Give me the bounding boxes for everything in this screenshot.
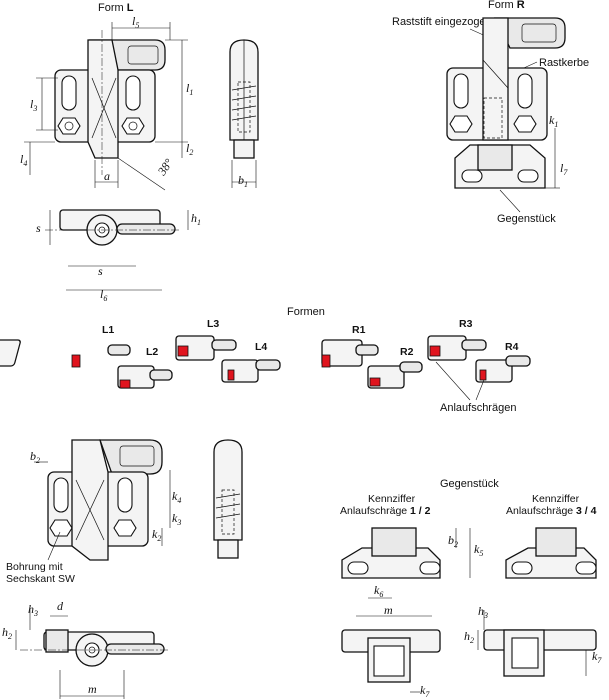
shape-label-l3: L3 bbox=[207, 318, 219, 330]
detail-top-view: h3 h2 d m bbox=[2, 599, 170, 699]
rastkerbe-label: Rastkerbe bbox=[539, 57, 589, 69]
svg-text:Form L: Form L bbox=[98, 2, 134, 14]
bohrung-line2: Sechskant SW bbox=[6, 573, 75, 585]
shape-l2-icon bbox=[117, 365, 173, 389]
form-l-prefix: Form bbox=[98, 2, 127, 14]
form-l-front-view: Form L bbox=[54, 2, 166, 175]
dim-h1: h1 bbox=[191, 211, 201, 227]
kennziffer-left-line2: Anlaufschräge bbox=[340, 505, 410, 517]
counterpart-right-front bbox=[505, 527, 597, 579]
kennziffer-right-numbers: 3 / 4 bbox=[576, 505, 597, 517]
svg-text:Anlaufschräge 3 / 4: Anlaufschräge 3 / 4 bbox=[506, 505, 597, 517]
svg-text:Anlaufschräge 1 / 2: Anlaufschräge 1 / 2 bbox=[340, 505, 431, 517]
dim-l5: l5 bbox=[132, 14, 139, 30]
kennziffer-right-line2: Anlaufschräge bbox=[506, 505, 576, 517]
kennziffer-left-numbers: 1 / 2 bbox=[410, 505, 431, 517]
gegenstueck-section: Gegenstück Kennziffer Anlaufschräge 1 / … bbox=[340, 478, 602, 699]
dim-a: a bbox=[104, 169, 110, 183]
dim-k7-right: k7 bbox=[592, 649, 602, 665]
dim-s: s bbox=[36, 221, 41, 235]
shape-r2-icon bbox=[367, 361, 423, 389]
counterpart-left-top: k7 bbox=[341, 629, 441, 699]
svg-text:Form R: Form R bbox=[488, 0, 525, 11]
detail-front-view: b2 k4 k3 k2 Bohrung mit Sechskant SW bbox=[6, 439, 181, 585]
shape-l1-icon bbox=[0, 339, 131, 368]
counterpart-left-front: b2 k5 k6 m bbox=[341, 527, 483, 617]
dim-l2: l2 bbox=[186, 141, 193, 157]
dim-k6: k6 bbox=[374, 583, 383, 599]
dim-h2: h2 bbox=[2, 625, 12, 641]
dim-k7-left: k7 bbox=[420, 683, 430, 699]
shape-r3-icon bbox=[427, 335, 487, 361]
anlaufschraegen-label: Anlaufschrägen bbox=[440, 402, 516, 414]
dim-k2: k2 bbox=[152, 527, 161, 543]
form-r-prefix: Form bbox=[488, 0, 517, 11]
gegenstueck-title: Gegenstück bbox=[440, 478, 499, 490]
form-l-top-view: s h1 s l6 bbox=[36, 209, 201, 303]
dim-h3-counter: h3 bbox=[478, 604, 488, 620]
dim-k5: k5 bbox=[474, 542, 483, 558]
shape-label-l1: L1 bbox=[102, 324, 114, 336]
kennziffer-left-line1: Kennziffer bbox=[368, 493, 416, 505]
dim-l7: l7 bbox=[560, 161, 568, 177]
angle-label: 38° bbox=[154, 156, 176, 179]
shape-label-r1: R1 bbox=[352, 324, 366, 336]
dim-d: d bbox=[57, 599, 64, 613]
dim-h2-counter: h2 bbox=[464, 629, 474, 645]
form-l-letter: L bbox=[127, 2, 134, 14]
shape-label-r4: R4 bbox=[505, 341, 519, 353]
dim-l6: l6 bbox=[100, 287, 107, 303]
gegenstueck-label-top: Gegenstück bbox=[497, 213, 556, 225]
dim-b1: b1 bbox=[238, 173, 248, 189]
shape-r4-icon bbox=[475, 355, 531, 383]
dim-k1: k1 bbox=[549, 113, 558, 129]
form-r-letter: R bbox=[517, 0, 525, 11]
formen-section: Formen L1 L2 L3 L4 R1 R2 R3 R4 bbox=[0, 306, 531, 414]
shape-label-l4: L4 bbox=[255, 341, 267, 353]
shape-label-l2: L2 bbox=[146, 346, 158, 358]
shape-label-r2: R2 bbox=[400, 346, 414, 358]
form-l-side-view: b1 bbox=[229, 39, 259, 189]
counterpart-right-side: h3 h2 k7 bbox=[464, 604, 602, 677]
dim-k3: k3 bbox=[172, 511, 181, 527]
dim-l4: l4 bbox=[20, 152, 27, 168]
formen-title: Formen bbox=[287, 306, 325, 318]
dim-s2: s bbox=[98, 264, 103, 278]
form-r-view: Form R Raststift eingezogen Rastkerbe k1… bbox=[392, 0, 589, 225]
dim-l3: l3 bbox=[30, 97, 37, 113]
dim-b2-counter: b2 bbox=[448, 533, 458, 549]
dim-k4: k4 bbox=[172, 489, 181, 505]
dim-h3: h3 bbox=[28, 602, 38, 618]
shape-r1-icon bbox=[321, 339, 379, 368]
kennziffer-right-line1: Kennziffer bbox=[532, 493, 580, 505]
dim-l1: l1 bbox=[186, 81, 193, 97]
bohrung-line1: Bohrung mit bbox=[6, 561, 63, 573]
detail-side-view bbox=[213, 439, 243, 559]
shape-label-r3: R3 bbox=[459, 318, 473, 330]
dim-m1: m bbox=[88, 682, 97, 696]
dim-m2: m bbox=[384, 603, 393, 617]
shape-l3-icon bbox=[175, 335, 237, 361]
dim-b2: b2 bbox=[30, 449, 40, 465]
raststift-label: Raststift eingezogen bbox=[392, 16, 492, 28]
shape-l4-icon bbox=[221, 359, 281, 383]
